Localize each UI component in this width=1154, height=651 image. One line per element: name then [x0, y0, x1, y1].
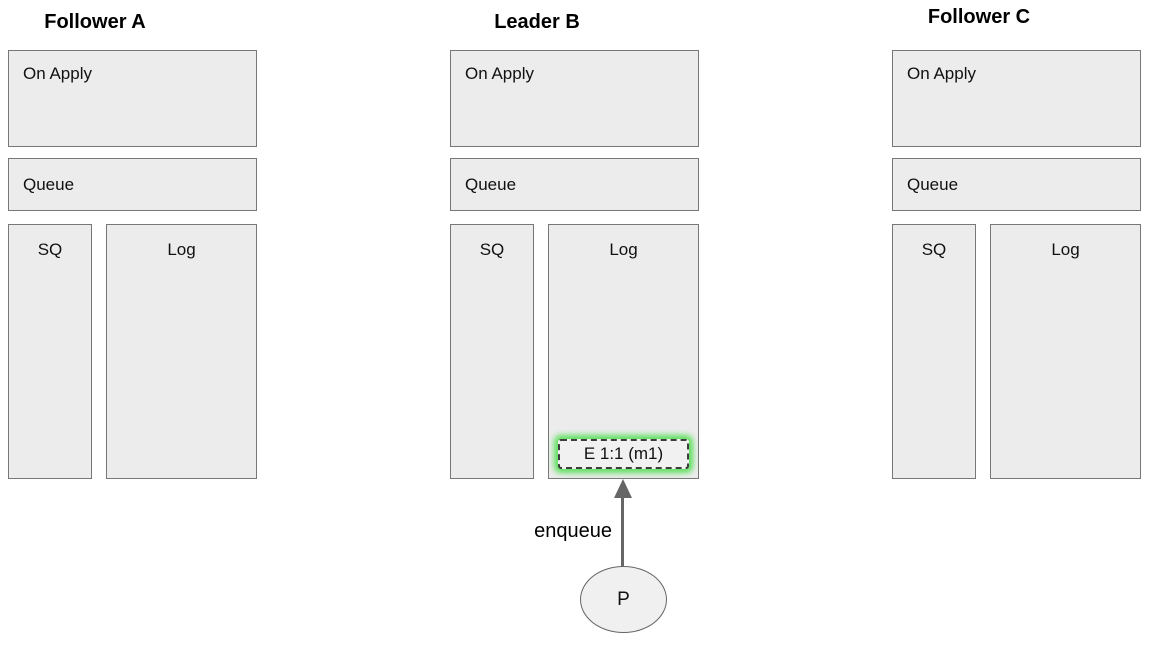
queue-label: Queue: [907, 174, 959, 194]
on-apply-box-leader-b: On Apply: [450, 50, 699, 147]
sq-label: SQ: [37, 240, 63, 259]
sq-box-follower-a: SQ: [8, 224, 92, 479]
on-apply-label: On Apply: [465, 64, 534, 83]
sq-label: SQ: [479, 240, 505, 259]
enqueue-edge-label: enqueue: [534, 520, 612, 542]
node-follower-c: Follower C On Apply Queue SQ Log: [892, 0, 1141, 500]
log-box-follower-c: Log: [990, 224, 1141, 479]
on-apply-label: On Apply: [907, 64, 976, 83]
producer-node: P: [580, 566, 667, 633]
node-title-follower-c: Follower C: [927, 6, 1031, 28]
on-apply-box-follower-a: On Apply: [8, 50, 257, 147]
sq-box-leader-b: SQ: [450, 224, 534, 479]
log-label: Log: [609, 240, 638, 259]
queue-label: Queue: [23, 174, 75, 194]
log-entry-highlighted: E 1:1 (m1): [558, 439, 689, 469]
sq-label: SQ: [921, 240, 947, 259]
log-box-leader-b: Log E 1:1 (m1): [548, 224, 699, 479]
log-box-follower-a: Log: [106, 224, 257, 479]
queue-box-follower-a: Queue: [8, 158, 257, 211]
enqueue-arrow-head-icon: [614, 479, 632, 498]
on-apply-box-follower-c: On Apply: [892, 50, 1141, 147]
node-title-leader-b: Leader B: [494, 11, 580, 33]
sq-box-follower-c: SQ: [892, 224, 976, 479]
queue-label: Queue: [465, 174, 517, 194]
log-label: Log: [1051, 240, 1080, 259]
on-apply-label: On Apply: [23, 64, 92, 83]
queue-box-follower-c: Queue: [892, 158, 1141, 211]
queue-box-leader-b: Queue: [450, 158, 699, 211]
node-leader-b: Leader B On Apply Queue SQ Log E 1:1 (m1…: [450, 0, 699, 500]
enqueue-arrow-line: [621, 497, 624, 567]
log-label: Log: [167, 240, 196, 259]
node-title-follower-a: Follower A: [44, 11, 146, 33]
node-follower-a: Follower A On Apply Queue SQ Log: [8, 0, 257, 500]
